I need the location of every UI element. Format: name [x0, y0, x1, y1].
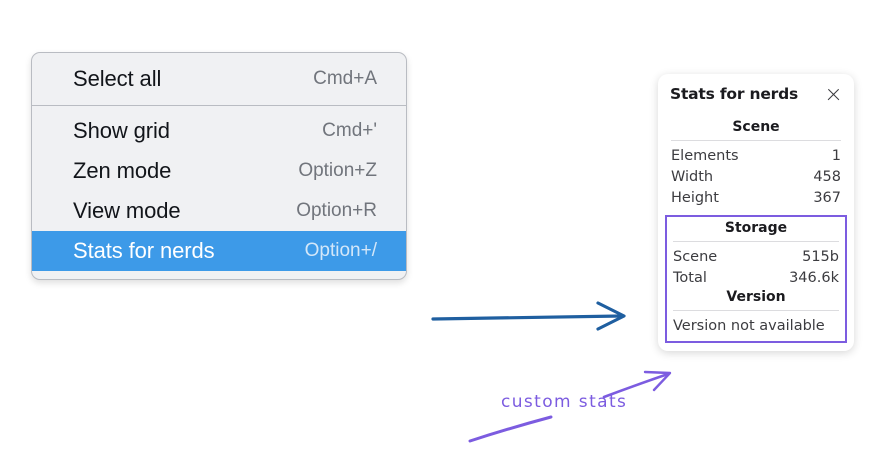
version-note: Version not available — [673, 318, 825, 334]
section-divider — [673, 241, 839, 242]
section-divider — [673, 310, 839, 311]
stat-value: 515b — [802, 248, 839, 265]
menu-item-show-grid[interactable]: Show grid Cmd+' — [32, 111, 406, 151]
menu-item-select-all[interactable]: Select all Cmd+A — [32, 59, 406, 99]
section-title-scene: Scene — [732, 119, 780, 135]
menu-item-shortcut: Option+Z — [298, 160, 377, 181]
menu-item-view-mode[interactable]: View mode Option+R — [32, 191, 406, 231]
menu-item-stats-for-nerds[interactable]: Stats for nerds Option+/ — [32, 231, 406, 271]
stat-value: 458 — [813, 168, 841, 185]
custom-stats-annotation-label: custom stats — [501, 392, 628, 412]
stats-for-nerds-panel: Stats for nerds Scene Elements 1 Width 4… — [658, 74, 854, 351]
stat-row: Width 458 — [670, 166, 842, 187]
menu-item-label: View mode — [73, 198, 181, 223]
stat-row: Height 367 — [670, 187, 842, 208]
stat-label: Height — [671, 189, 719, 206]
stat-row: Scene 515b — [672, 246, 840, 267]
close-icon[interactable] — [825, 86, 842, 103]
stat-row: Total 346.6k — [672, 267, 840, 288]
stat-value: 1 — [831, 147, 841, 164]
stat-value: 367 — [813, 189, 841, 206]
stat-row: Elements 1 — [670, 145, 842, 166]
menu-group-1: Select all Cmd+A — [32, 59, 406, 99]
stat-label: Scene — [673, 248, 718, 265]
menu-item-label: Stats for nerds — [73, 238, 215, 263]
menu-separator — [32, 105, 406, 106]
stat-value: 346.6k — [789, 269, 839, 286]
section-title-storage: Storage — [724, 220, 788, 236]
menu-item-zen-mode[interactable]: Zen mode Option+Z — [32, 151, 406, 191]
menu-item-label: Show grid — [73, 118, 170, 143]
section-divider — [671, 140, 841, 141]
panel-header: Stats for nerds — [670, 85, 842, 103]
menu-item-shortcut: Cmd+' — [322, 120, 377, 141]
section-title-version: Version — [726, 289, 786, 305]
menu-item-label: Select all — [73, 66, 162, 91]
purple-underline-annotation — [468, 415, 553, 443]
menu-item-shortcut: Cmd+A — [313, 68, 377, 89]
section-storage: Storage Scene 515b Total 346.6k — [672, 219, 840, 288]
custom-stats-highlight-box: Storage Scene 515b Total 346.6k Version … — [665, 215, 847, 343]
menu-item-shortcut: Option+R — [296, 200, 377, 221]
stat-label: Elements — [671, 147, 739, 164]
stat-label: Width — [671, 168, 714, 185]
blue-arrow-annotation — [431, 301, 626, 331]
section-version: Version Version not available — [672, 288, 840, 337]
menu-item-shortcut: Option+/ — [304, 240, 377, 261]
menu-item-label: Zen mode — [73, 158, 172, 183]
menu-group-2: Show grid Cmd+' Zen mode Option+Z View m… — [32, 111, 406, 271]
context-menu[interactable]: Select all Cmd+A Show grid Cmd+' Zen mod… — [31, 52, 407, 280]
panel-title: Stats for nerds — [670, 85, 799, 103]
section-scene: Scene Elements 1 Width 458 Height 367 — [670, 117, 842, 208]
stat-label: Total — [673, 269, 707, 286]
